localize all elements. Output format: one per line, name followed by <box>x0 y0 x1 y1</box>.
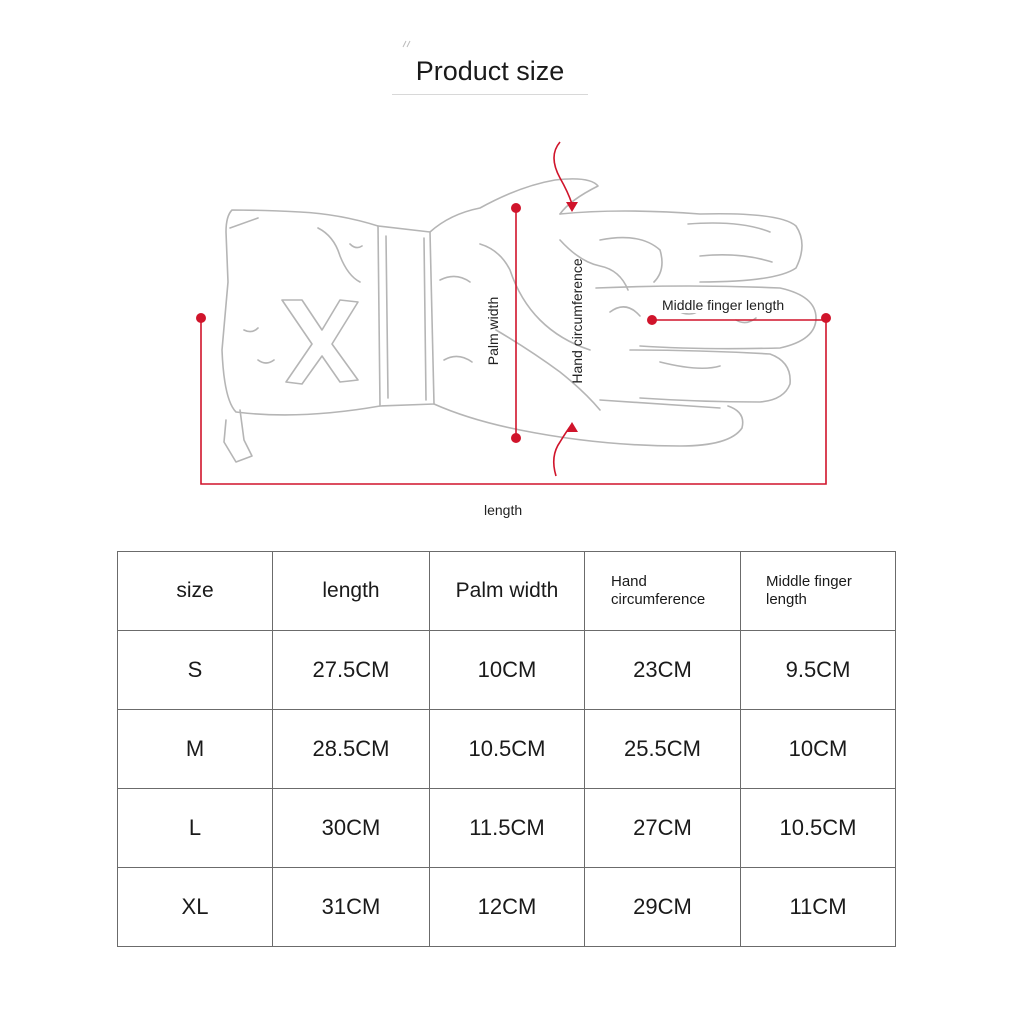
glove-outline-icon <box>196 141 831 485</box>
cell-palm-width: 10.5CM <box>429 709 585 789</box>
table-header-row: size length Palm width Hand circumferenc… <box>117 551 896 631</box>
table-row: M 28.5CM 10.5CM 25.5CM 10CM <box>117 709 896 789</box>
cell-size: XL <box>117 867 273 947</box>
cell-palm-width: 11.5CM <box>429 788 585 868</box>
header-hand-circumference: Hand circumference <box>584 551 741 631</box>
header-middle-finger-length: Middle finger length <box>740 551 896 631</box>
cell-length: 28.5CM <box>272 709 430 789</box>
palm-width-label: Palm width <box>485 296 501 366</box>
cell-hand-circumference: 27CM <box>584 788 741 868</box>
cell-size: L <box>117 788 273 868</box>
header-palm-width: Palm width <box>429 551 585 631</box>
middle-finger-length-label: Middle finger length <box>660 297 787 313</box>
title-decoration-icon <box>402 40 411 48</box>
cell-length: 31CM <box>272 867 430 947</box>
cell-palm-width: 10CM <box>429 630 585 710</box>
table-row: L 30CM 11.5CM 27CM 10.5CM <box>117 788 896 868</box>
size-table: size length Palm width Hand circumferenc… <box>117 551 896 947</box>
table-row: S 27.5CM 10CM 23CM 9.5CM <box>117 630 896 710</box>
header-size: size <box>117 551 273 631</box>
cell-size: S <box>117 630 273 710</box>
cell-hand-circumference: 29CM <box>584 867 741 947</box>
cell-size: M <box>117 709 273 789</box>
cell-hand-circumference: 25.5CM <box>584 709 741 789</box>
length-label: length <box>484 502 523 518</box>
hand-circumference-label: Hand circumference <box>569 258 585 384</box>
table-row: XL 31CM 12CM 29CM 11CM <box>117 867 896 947</box>
cell-middle-finger-length: 9.5CM <box>740 630 896 710</box>
cell-length: 30CM <box>272 788 430 868</box>
cell-hand-circumference: 23CM <box>584 630 741 710</box>
cell-length: 27.5CM <box>272 630 430 710</box>
cell-palm-width: 12CM <box>429 867 585 947</box>
header-length: length <box>272 551 430 631</box>
cell-middle-finger-length: 11CM <box>740 867 896 947</box>
measurement-diagram: Palm width Hand circumference Middle fin… <box>0 120 1010 540</box>
cell-middle-finger-length: 10CM <box>740 709 896 789</box>
page-title: Product size <box>392 52 588 95</box>
cell-middle-finger-length: 10.5CM <box>740 788 896 868</box>
